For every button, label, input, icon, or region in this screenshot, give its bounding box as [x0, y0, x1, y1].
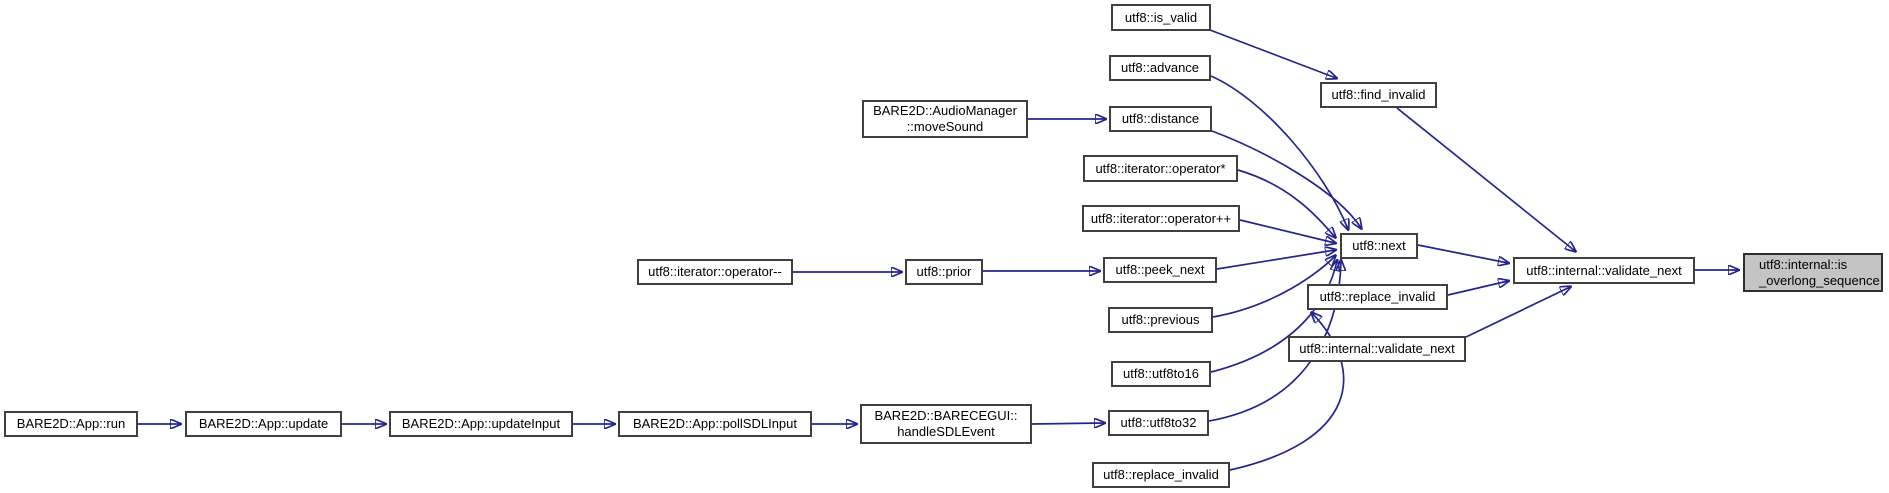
- edge-distance-to-next: [1211, 130, 1361, 228]
- node-utf8-prior[interactable]: utf8::prior: [905, 259, 983, 285]
- node-utf8-internal-validate-next-2[interactable]: utf8::internal::validate_next: [1288, 336, 1466, 362]
- node-utf8-is-valid[interactable]: utf8::is_valid: [1111, 4, 1211, 31]
- node-audiomanager-movesound[interactable]: BARE2D::AudioManager ::moveSound: [862, 100, 1028, 138]
- node-utf8-replace-invalid[interactable]: utf8::replace_invalid: [1307, 284, 1448, 310]
- edge-handlesdlevent-to-utf8to32: [1031, 423, 1104, 424]
- node-utf8-internal-is-overlong-sequence: utf8::internal::is _overlong_sequence: [1743, 253, 1883, 292]
- node-utf8-utf8to32[interactable]: utf8::utf8to32: [1108, 410, 1209, 436]
- edge-replaceinvalid-to-validatenext: [1447, 281, 1508, 296]
- node-bare2d-app-updateinput[interactable]: BARE2D::App::updateInput: [389, 411, 573, 437]
- edge-operator-pp-to-next: [1239, 219, 1335, 243]
- node-utf8-advance[interactable]: utf8::advance: [1109, 55, 1211, 81]
- edge-advance-to-next: [1210, 75, 1348, 229]
- node-utf8-next[interactable]: utf8::next: [1340, 233, 1418, 259]
- edge-utf8to16-to-next: [1210, 261, 1337, 373]
- node-utf8-utf8to16[interactable]: utf8::utf8to16: [1111, 361, 1211, 387]
- edge-next-to-validatenext: [1417, 244, 1508, 263]
- edge-previous-to-next: [1212, 256, 1335, 318]
- node-utf8-distance[interactable]: utf8::distance: [1109, 106, 1212, 132]
- edge-operator-star-to-next: [1237, 169, 1335, 237]
- edge-peeknext-to-next: [1216, 250, 1335, 270]
- node-utf8-previous[interactable]: utf8::previous: [1108, 307, 1213, 333]
- node-utf8-iterator-operator-increment[interactable]: utf8::iterator::operator++: [1082, 205, 1240, 232]
- edge-replaceinvalid2-to-replaceinvalid: [1229, 313, 1345, 471]
- node-utf8-iterator-operator-deref[interactable]: utf8::iterator::operator*: [1083, 155, 1238, 182]
- node-bare2d-app-run[interactable]: BARE2D::App::run: [4, 411, 138, 437]
- edge-findinvalid-to-validatenext: [1396, 107, 1575, 251]
- node-utf8-replace-invalid-2[interactable]: utf8::replace_invalid: [1092, 462, 1230, 488]
- node-utf8-iterator-operator-decrement[interactable]: utf8::iterator::operator--: [637, 259, 793, 285]
- node-utf8-find-invalid[interactable]: utf8::find_invalid: [1320, 82, 1437, 108]
- node-utf8-peek-next[interactable]: utf8::peek_next: [1103, 257, 1217, 283]
- node-utf8-internal-validate-next[interactable]: utf8::internal::validate_next: [1513, 257, 1695, 284]
- edge-validatenext2-to-validatenext: [1465, 287, 1570, 338]
- node-barecegui-handlesdlevent[interactable]: BARE2D::BARECEGUI:: handleSDLEvent: [860, 404, 1032, 444]
- node-bare2d-app-update[interactable]: BARE2D::App::update: [185, 411, 342, 437]
- edge-isvalid-to-findinvalid: [1209, 29, 1336, 78]
- node-bare2d-app-pollsdlinput[interactable]: BARE2D::App::pollSDLInput: [618, 411, 812, 437]
